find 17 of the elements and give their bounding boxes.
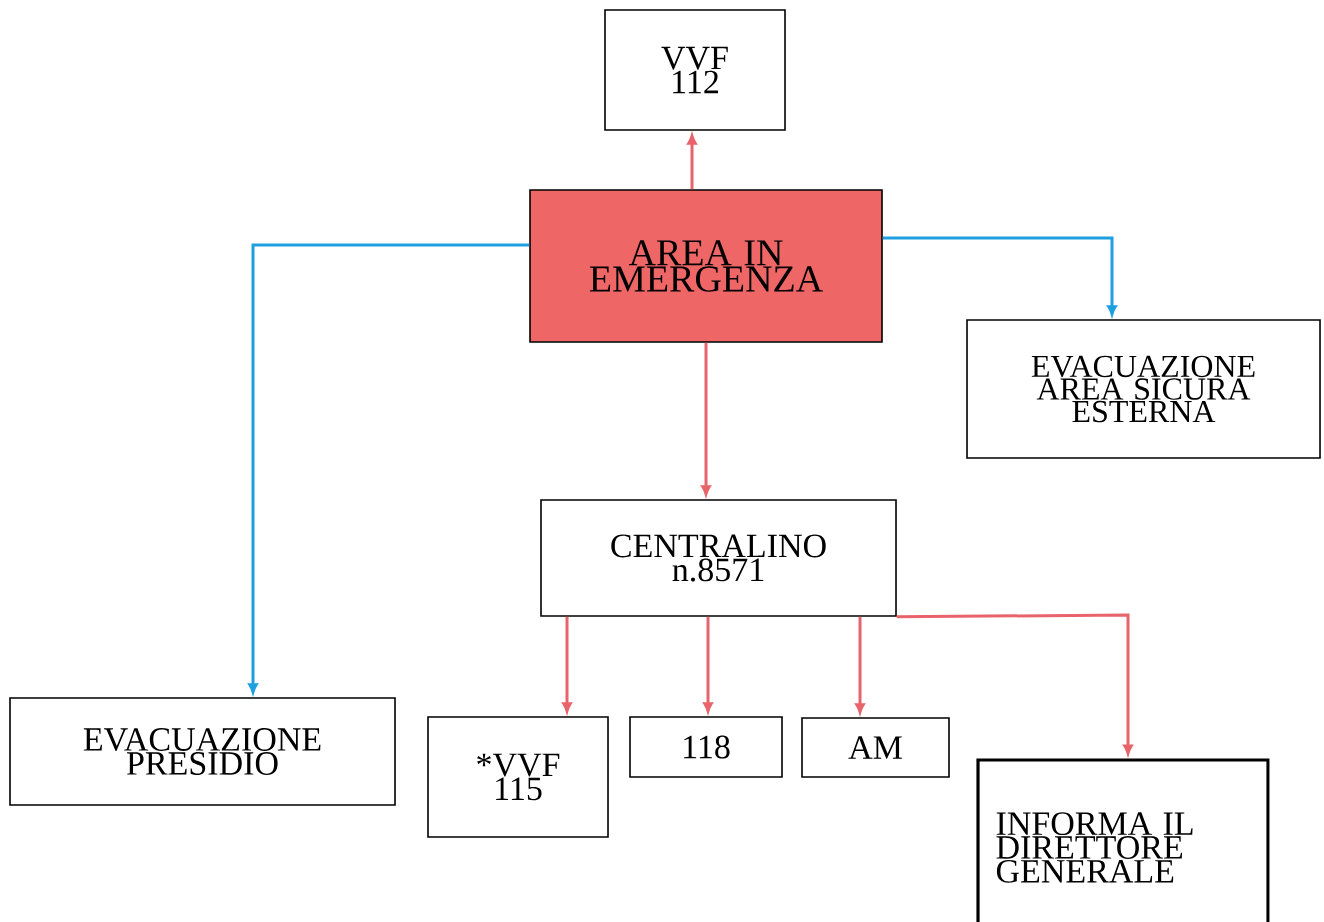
arrow [701, 342, 711, 496]
arrow [896, 613, 1133, 755]
arrow [855, 616, 865, 714]
call-box: AM [801, 717, 950, 778]
arrow [882, 236, 1117, 316]
arrow [248, 243, 530, 694]
call-box: 118 [629, 716, 783, 778]
action-box: EVACUAZIONE PRESIDIO [9, 697, 396, 806]
action-box: INFORMA IL DIRETTORE GENERALE [976, 758, 1270, 922]
call-box: VVF 112 [604, 9, 786, 131]
arrow [703, 616, 713, 713]
switchboard-box: CENTRALINO n.8571 [540, 499, 897, 617]
action-box: EVACUAZIONE AREA SICURA ESTERNA [966, 319, 1321, 459]
emergency-box: AREA IN EMERGENZA [529, 189, 883, 343]
arrow [562, 616, 572, 713]
arrow [687, 134, 697, 190]
call-box: *VVF 115 [427, 716, 609, 838]
